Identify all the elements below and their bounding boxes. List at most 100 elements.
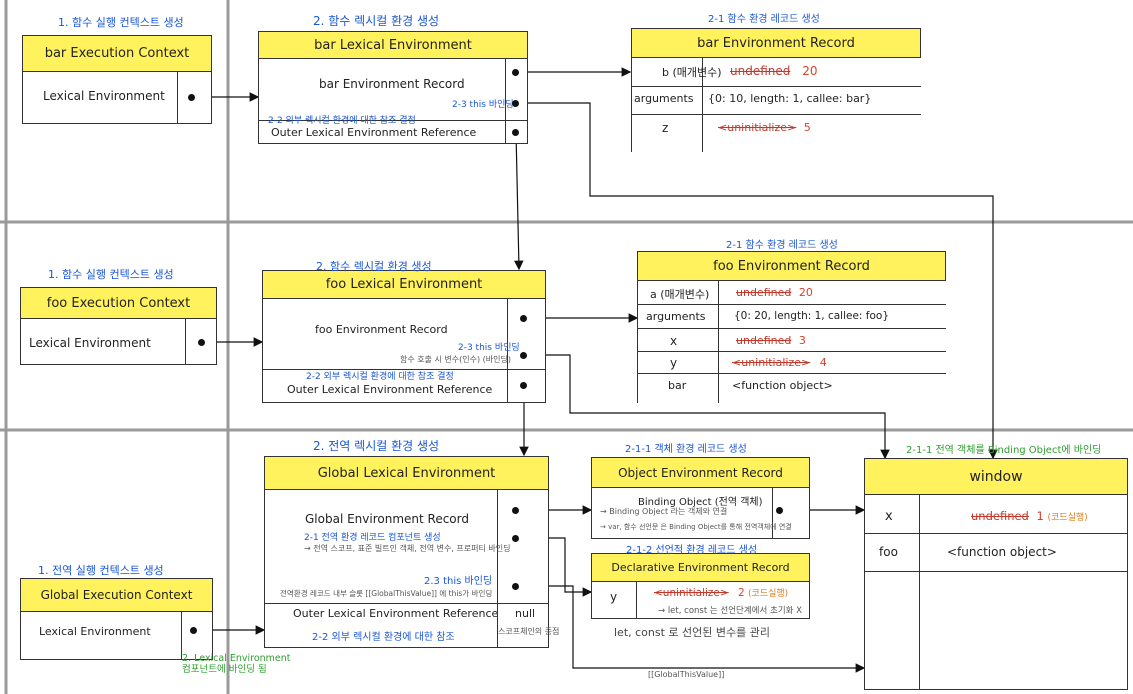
global-decl-title: Declarative Environment Record [592, 554, 809, 582]
foo-er-row-0-old: undefined [736, 286, 792, 299]
foo-ec-title: foo Execution Context [21, 288, 216, 319]
window-title: window [865, 459, 1127, 495]
global-obj-binding: Binding Object (전역 객체) [638, 497, 763, 508]
bar-outer-dot [512, 129, 519, 136]
foo-le-title: foo Lexical Environment [263, 271, 545, 299]
global-ec-note: 2. Lexical Environment 컴포넌트에 바인딩 됨 [182, 653, 291, 675]
bar-le-title: bar Lexical Environment [259, 32, 527, 59]
foo-er-row-2-new: 3 [798, 334, 806, 347]
bar-er-row-0-key: b (매개변수) [662, 66, 722, 79]
foo-lexical-environment: foo Lexical Environment foo Environment … [262, 270, 546, 403]
foo-er-row-0-new: 20 [798, 286, 813, 299]
bar-lexical-environment: bar Lexical Environment bar Environment … [258, 31, 528, 144]
foo-le-step-label: 2. 함수 렉시컬 환경 생성 [316, 260, 432, 273]
global-obj-note-2: → var, 함수 선언문 은 Binding Object를 통해 전역객체에… [600, 523, 792, 531]
global-le-null: null [515, 607, 536, 620]
global-decl-new: 2 [738, 587, 745, 599]
global-decl-tag: (코드실행) [748, 589, 789, 599]
foo-er-row-3-new: 4 [819, 356, 827, 369]
global-le-null-note: 스코프체인의 종점 [498, 627, 560, 636]
global-this-dot [512, 583, 519, 590]
foo-outer-dot [520, 382, 527, 389]
bar-this-dot [512, 100, 519, 107]
foo-er-row-2-old: undefined [736, 334, 792, 347]
bar-environment-record: bar Environment Record b (매개변수) undefine… [631, 28, 921, 152]
global-le-this-note: 전역환경 레코드 내부 슬롯 [[GlobalThisValue]] 에 thi… [280, 589, 493, 598]
bar-le-step-label: 2. 함수 렉시컬 환경 생성 [313, 14, 440, 28]
bar-er-row-2-old: <uninitialize> [718, 121, 797, 134]
foo-ec-pointer-dot [198, 339, 205, 346]
declarative-environment-record: Declarative Environment Record y <uninit… [591, 553, 810, 619]
bar-er-row-0-new: 20 [802, 64, 818, 78]
bar-le-record-label: bar Environment Record [319, 77, 465, 91]
window-row-0-value: undefined 1 (코드실행) [971, 509, 1088, 523]
global-ec-pointer-dot [190, 627, 197, 634]
bar-le-outer-label: Outer Lexical Environment Reference [271, 126, 477, 139]
global-le-title: Global Lexical Environment [265, 457, 548, 490]
global-le-record-label: Global Environment Record [305, 512, 469, 526]
foo-er-row-4-key: bar [668, 379, 687, 392]
global-this-value-label: [[GlobalThisValue]] [648, 670, 725, 679]
foo-environment-record: foo Environment Record a (매개변수) undefine… [637, 251, 946, 403]
window-row-0-new: 1 [1036, 509, 1044, 523]
foo-er-row-3-key: y [670, 356, 678, 370]
global-le-step-21: 2-1 전역 환경 레코드 컴포넌트 생성 [304, 533, 441, 543]
global-obj-title: Object Environment Record [592, 458, 809, 488]
bar-er-row-1-key: arguments [634, 92, 694, 105]
foo-ec-step-label: 1. 함수 실행 컨텍스트 생성 [48, 268, 174, 281]
global-lexical-environment: Global Lexical Environment Global Enviro… [264, 456, 549, 648]
bar-er-row-2-new: 5 [803, 121, 811, 134]
foo-er-row-3-value: <uninitialize> 4 [732, 356, 827, 369]
foo-er-step-label: 2-1 함수 환경 레코드 생성 [726, 240, 838, 251]
global-decl-value: <uninitialize> 2 (코드실행) [654, 586, 788, 599]
foo-er-row-0-value: undefined 20 [736, 286, 813, 299]
global-le-outer-note: 2-2 외부 렉시컬 환경에 대한 참조 [312, 632, 455, 643]
global-ec-note-line-1: 2. Lexical Environment [182, 653, 291, 664]
foo-er-row-3-old: <uninitialize> [732, 356, 811, 369]
foo-le-record-label: foo Environment Record [315, 323, 448, 336]
foo-this-dot [520, 352, 527, 359]
window-row-0-old: undefined [971, 509, 1029, 523]
bar-ec-pointer-dot [188, 94, 195, 101]
bar-ec-title: bar Execution Context [23, 36, 211, 72]
foo-le-hoist-note: 함수 호출 시 변수(인수) (바인딩) [400, 355, 511, 364]
bar-er-title: bar Environment Record [632, 29, 921, 58]
global-le-this-label: 2.3 this 바인딩 [424, 576, 493, 587]
global-le-outer-label: Outer Lexical Environment Reference [293, 607, 499, 620]
foo-le-outer-label: Outer Lexical Environment Reference [287, 383, 493, 396]
global-obj-note-1: → Binding Object 라는 객체와 연결 [600, 507, 728, 516]
foo-er-row-0-key: a (매개변수) [650, 288, 710, 301]
global-le-step-label: 2. 전역 렉시컬 환경 생성 [313, 439, 440, 453]
bar-er-row-2-key: z [662, 121, 669, 135]
global-ec-note-line-2: 컴포넌트에 바인딩 됨 [182, 664, 267, 675]
foo-er-row-1-value: {0: 20, length: 1, callee: foo} [734, 310, 890, 322]
bar-er-row-2-value: <uninitialize> 5 [718, 121, 811, 134]
global-ec-title: Global Execution Context [21, 579, 212, 612]
bar-execution-context: bar Execution Context Lexical Environmen… [22, 35, 212, 124]
foo-er-row-2-value: undefined 3 [736, 334, 806, 347]
foo-er-row-1-key: arguments [646, 310, 706, 323]
global-ec-step-label: 1. 전역 실행 컨텍스트 생성 [38, 564, 164, 577]
global-decl-old: <uninitialize> [654, 587, 729, 599]
foo-le-this-label: 2-3 this 바인딩 [458, 343, 520, 353]
window-global-object: window x undefined 1 (코드실행) foo <functio… [864, 458, 1128, 690]
window-row-0-key: x [885, 509, 893, 524]
global-decl-step-label: 2-1-2 선언적 환경 레코드 생성 [626, 545, 758, 556]
window-row-1-key: foo [879, 545, 898, 559]
global-ec-lexical-env-label: Lexical Environment [39, 625, 151, 638]
window-row-1-value: <function object> [947, 545, 1057, 559]
global-execution-context: Global Execution Context Lexical Environ… [20, 578, 213, 660]
foo-record-dot [520, 315, 527, 322]
global-decl-key: y [610, 590, 618, 604]
bar-ec-lexical-env-label: Lexical Environment [43, 89, 165, 103]
bar-le-outer-note: 2-2 외부 렉시컬 환경에 대한 참조 결정 [268, 116, 416, 126]
bar-ec-step-label: 1. 함수 실행 컨텍스트 생성 [58, 16, 184, 29]
window-step-label: 2-1-1 전역 객체를 Binding Object에 바인딩 [906, 445, 1102, 456]
foo-le-outer-note: 2-2 외부 렉시컬 환경에 대한 참조 결정 [306, 372, 454, 382]
global-obj-step-label: 2-1-1 객체 환경 레코드 생성 [625, 444, 747, 455]
bar-er-step-label: 2-1 함수 환경 레코드 생성 [708, 14, 820, 25]
global-obj-dot [512, 507, 519, 514]
global-obj-binding-dot [776, 507, 783, 514]
global-decl-caption: let, const 로 선언된 변수를 관리 [614, 626, 770, 639]
foo-er-title: foo Environment Record [638, 252, 946, 281]
